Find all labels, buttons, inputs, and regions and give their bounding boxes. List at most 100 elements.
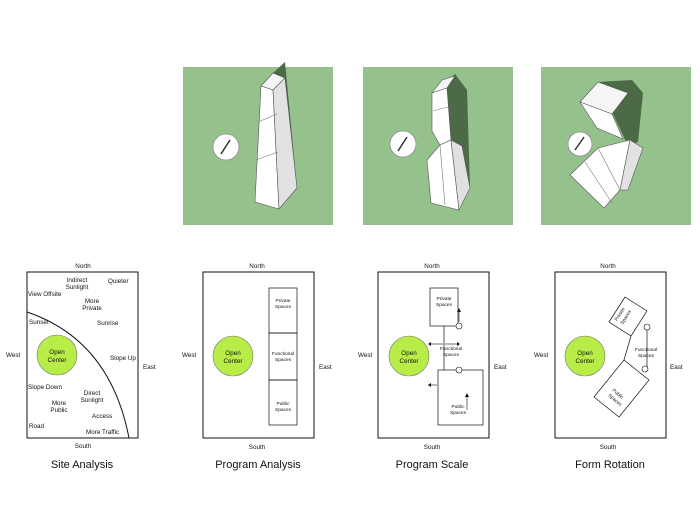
more-public-label: Public [50,407,67,414]
sun-direction-needle [220,139,231,155]
pivot-marker [641,365,649,373]
program-scale-caption: Program Scale [395,459,469,471]
model-2-lower-side [450,139,471,212]
north-label: North [75,263,91,270]
north-label: North [600,263,616,270]
public-spaces-block [268,379,298,426]
model-3-facet-line [597,147,621,191]
site-boundary [202,271,315,439]
site-boundary [377,271,490,439]
model-1-floor-line [255,151,279,161]
private-spaces-block [608,296,648,337]
open-center-label: Center [576,358,595,365]
east-label: East [494,364,507,371]
east-label: East [143,364,156,371]
site-slope-curve [26,311,130,439]
open-center-label: Open [577,350,593,357]
south-label: South [600,444,617,451]
private-spaces-label: Spaces [275,304,292,310]
sunset-label: Sunset [29,319,49,326]
public-spaces-label: Public [451,404,465,410]
open-center-label: Center [224,358,243,365]
sun-direction-needle [397,136,408,152]
access-label: Access [92,413,112,420]
north-label: North [249,263,265,270]
open-center-circle [388,335,430,377]
site-analysis-diagram: Open Center North South West East Indire… [6,263,156,450]
private-spaces-label: Private [276,298,291,304]
functional-spaces-label: Functional [635,347,657,353]
form-rotation-diagram: Open Center Private Spaces Functional Sp… [534,263,683,451]
open-center-label: Open [49,349,65,356]
functional-spaces-label: Spaces [443,352,460,358]
functional-spaces-label: Spaces [275,357,292,363]
pivot-marker [643,323,651,331]
functional-spaces-label: Functional [440,346,462,352]
functional-spaces-label: Functional [272,351,294,357]
west-label: West [534,352,548,359]
east-label: East [319,364,332,371]
indirect-sunlight-label: Sunlight [66,284,89,291]
model-2-facet-line [432,106,449,112]
private-spaces-label: Private [437,296,452,302]
view-offsite-label: View Offsite [28,291,62,298]
public-spaces-label: Public [276,401,290,407]
site-boundary [554,271,667,439]
open-center-label: Center [400,358,419,365]
indirect-sunlight-label: Indirect [67,277,88,284]
public-spaces-block [593,359,650,418]
sun-direction-needle [574,136,585,151]
scale-arrowhead [428,383,431,387]
model-panel-2 [363,67,513,225]
west-label: West [6,352,20,359]
more-public-label: More [52,400,67,407]
scale-arrowhead [465,393,469,397]
model-3-lower-side [619,139,644,191]
program-scale-diagram: Open Center Private Spaces Functional Sp… [358,263,507,451]
north-label: North [424,263,440,270]
quieter-label: Quieter [108,278,129,285]
west-label: West [182,352,196,359]
open-center-circle [564,335,606,377]
west-label: West [358,352,372,359]
functional-spaces-link [623,335,632,361]
functional-spaces-label: Spaces [638,353,655,359]
model-panel-1 [183,62,333,225]
open-center-label: Open [225,350,241,357]
scale-arrowhead [457,342,460,346]
scale-arrowhead [457,308,461,312]
site-analysis-caption: Site Analysis [50,459,114,471]
model-panel-3 [541,67,691,225]
south-label: South [75,443,92,450]
model-3-facet-line [584,161,613,204]
more-private-label: More [85,298,100,305]
site-boundary [26,271,139,439]
open-center-circle [36,334,78,376]
model-1-side [272,77,298,210]
south-label: South [249,444,266,451]
model-1-floor-line [257,113,278,123]
pivot-marker [455,322,463,330]
direct-sunlight-label: Direct [84,390,101,397]
slope-down-label: Slope Down [28,384,62,391]
east-label: East [670,364,683,371]
public-spaces-block [437,369,484,426]
slope-up-label: Slope Up [110,355,136,362]
more-traffic-label: More Traffic [86,429,119,436]
open-center-label: Center [48,357,67,364]
open-center-circle [212,335,254,377]
public-spaces-label: Spaces [275,407,292,413]
south-label: South [424,444,441,451]
scale-arrowhead [428,342,431,346]
sunrise-label: Sunrise [97,320,119,327]
model-2-facet-line [439,144,446,206]
private-spaces-label: Spaces [436,302,453,308]
private-spaces-block [268,287,298,334]
public-spaces-label: Spaces [450,410,467,416]
program-analysis-diagram: Open Center Private Spaces Functional Sp… [182,263,332,451]
model-3-upper-side [579,101,624,140]
form-rotation-caption: Form Rotation [575,459,645,471]
program-analysis-caption: Program Analysis [215,459,301,471]
pivot-marker [455,366,463,374]
open-center-label: Open [401,350,417,357]
